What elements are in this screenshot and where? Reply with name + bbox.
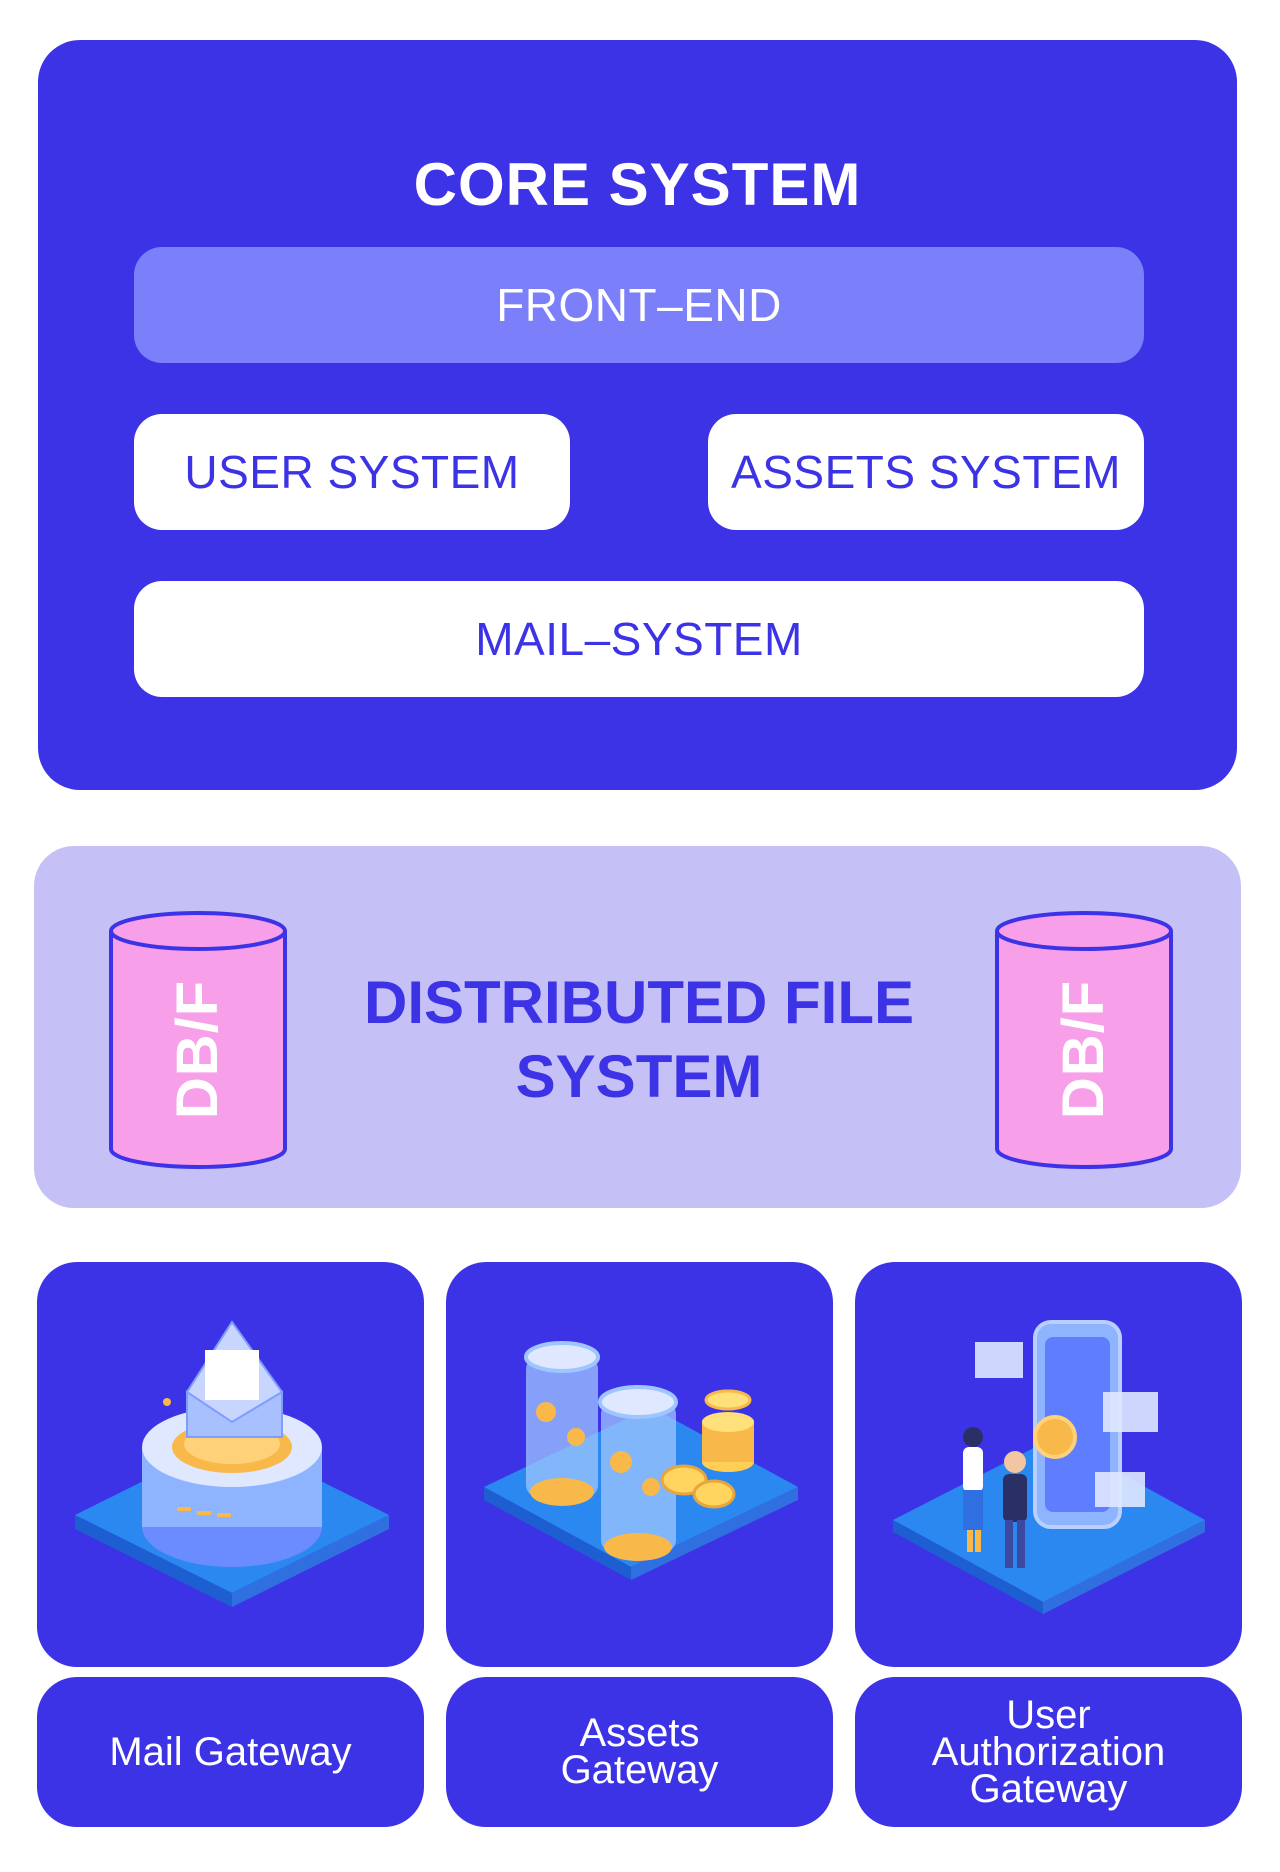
dfs-title: DISTRIBUTED FILE SYSTEM [314, 966, 964, 1114]
assets-gateway-card [446, 1262, 833, 1667]
db-cylinder-left: DB/F [106, 909, 290, 1171]
mail-gateway-label: Mail Gateway [37, 1677, 424, 1827]
coins-jars-icon [484, 1341, 798, 1580]
distributed-file-system-panel: DB/F DISTRIBUTED FILE SYSTEM DB/F [34, 846, 1241, 1208]
front-end-block: FRONT–END [134, 247, 1144, 363]
gateway-label-line: Mail Gateway [109, 1729, 352, 1774]
db-cylinder-right: DB/F [992, 909, 1176, 1171]
mail-system-block: MAIL–SYSTEM [134, 581, 1144, 697]
core-system-panel: CORE SYSTEM FRONT–END USER SYSTEM ASSETS… [38, 40, 1237, 790]
dfs-title-line1: DISTRIBUTED FILE [364, 969, 914, 1036]
assets-gateway-label: Assets Gateway [446, 1677, 833, 1827]
gateway-label-line: Assets [579, 1711, 700, 1755]
user-system-block: USER SYSTEM [134, 414, 570, 530]
mail-gateway-card [37, 1262, 424, 1667]
gateway-label-line: User [1006, 1692, 1091, 1737]
dfs-title-line2: SYSTEM [515, 1043, 763, 1110]
assets-system-block: ASSETS SYSTEM [708, 414, 1144, 530]
mail-envelope-icon [75, 1320, 389, 1607]
gateway-label-line: Authorization [931, 1729, 1166, 1774]
database-cylinder-icon [109, 911, 287, 1169]
user-authorization-gateway-label: User Authorization Gateway [855, 1677, 1242, 1827]
db-label: DB/F [1051, 979, 1117, 1119]
database-cylinder-icon [995, 911, 1173, 1169]
user-authorization-gateway-card [855, 1262, 1242, 1667]
core-system-title: CORE SYSTEM [413, 151, 862, 218]
user-authorization-icon [893, 1320, 1205, 1614]
gateway-label-line: Gateway [560, 1748, 719, 1792]
gateway-label-line: Gateway [969, 1766, 1128, 1811]
db-label: DB/F [165, 979, 231, 1119]
